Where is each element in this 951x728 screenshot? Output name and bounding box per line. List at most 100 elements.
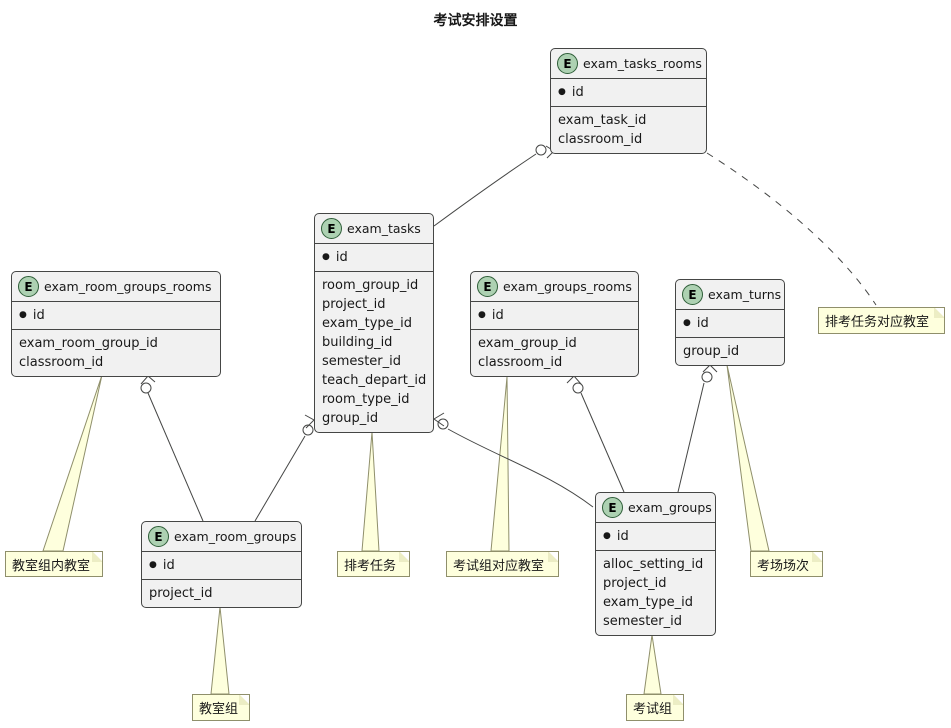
cardinality-circle-icon [437, 418, 449, 430]
entity-stereotype-icon: E [557, 53, 578, 74]
primary-key-bullet-icon: ● [322, 252, 330, 262]
entity-name: exam_tasks [347, 221, 421, 236]
entity-stereotype-icon: E [148, 526, 169, 547]
note-text: 考场场次 [757, 558, 810, 574]
entity-field: classroom_id [558, 132, 643, 147]
entity-name: exam_room_groups [174, 529, 297, 544]
primary-key-bullet-icon: ● [603, 531, 611, 541]
relationship-line-dashed [706, 152, 877, 306]
entity-key-section: ●id [471, 301, 638, 330]
entity-field-section: project_id [142, 580, 301, 607]
note-exam-group-rooms: 考试组对应教室 [446, 551, 559, 577]
entity-field: room_group_id [322, 278, 419, 293]
entity-field: teach_depart_id [322, 373, 427, 388]
entity-field: exam_type_id [603, 595, 693, 610]
relationship-line [433, 153, 537, 227]
entity-key-name: id [491, 308, 504, 323]
entity-stereotype-icon: E [477, 276, 498, 297]
entity-field-section: exam_task_id classroom_id [551, 107, 706, 153]
entity-field: project_id [322, 297, 386, 312]
cardinality-circle-icon [535, 144, 547, 156]
entity-field: semester_id [322, 354, 402, 369]
note-connector [643, 634, 662, 695]
note-exam-group: 考试组 [626, 694, 684, 721]
entity-field: alloc_setting_id [603, 557, 704, 572]
entity-field: exam_type_id [322, 316, 412, 331]
entity-key-row: ●id [149, 556, 294, 575]
entity-key-section: ● id [551, 78, 706, 107]
entity-name: exam_turns [708, 287, 782, 302]
note-text: 排考任务 [344, 558, 397, 574]
arrowhead-icon [433, 412, 445, 427]
diagram-title: 考试安排设置 [433, 13, 518, 29]
entity-name: exam_groups_rooms [503, 279, 632, 294]
entity-key-section: ● id [596, 522, 715, 551]
note-text: 考试组对应教室 [453, 558, 545, 574]
cardinality-circle-icon [572, 382, 584, 394]
arrowhead-icon [702, 364, 718, 373]
entity-field: exam_task_id [558, 113, 647, 128]
note-task-rooms: 排考任务对应教室 [818, 307, 945, 334]
entity-field: classroom_id [478, 355, 563, 370]
entity-key-row: ●id [478, 306, 631, 325]
note-connector [42, 374, 103, 552]
entity-name: exam_groups [628, 500, 712, 515]
entity-field: project_id [149, 586, 213, 601]
primary-key-bullet-icon: ● [19, 310, 27, 320]
entity-key-section: ●id [142, 551, 301, 580]
note-exam-task: 排考任务 [337, 551, 410, 577]
cardinality-circle-icon [701, 371, 713, 383]
entity-stereotype-icon: E [18, 276, 39, 297]
cardinality-circle-icon [302, 424, 314, 436]
note-connector [726, 364, 770, 552]
entity-key-name: id [32, 308, 45, 323]
note-connector [361, 431, 380, 552]
entity-field-section: group_id [676, 338, 784, 365]
entity-key-row: ● id [558, 83, 699, 102]
entity-field: project_id [603, 576, 667, 591]
relationship-line [147, 392, 204, 522]
note-text: 教室组内教室 [12, 558, 91, 574]
entity-key-section: ● id [12, 301, 220, 330]
entity-key-section: ● id [315, 243, 433, 272]
entity-stereotype-icon: E [602, 497, 623, 518]
cardinality-circle-icon [140, 382, 152, 394]
entity-name: exam_room_groups_rooms [44, 279, 212, 294]
entity-field: building_id [322, 335, 393, 350]
entity-field: semester_id [603, 614, 683, 629]
entity-key-name: id [162, 558, 175, 573]
primary-key-bullet-icon: ● [683, 318, 691, 328]
entity-field-section: exam_group_id classroom_id [471, 330, 638, 376]
note-text: 排考任务对应教室 [825, 315, 930, 330]
entity-field: group_id [322, 411, 379, 426]
note-connector [210, 606, 230, 695]
entity-key-name: id [335, 250, 348, 265]
relationship-line [580, 392, 625, 493]
entity-field: room_type_id [322, 392, 410, 407]
entity-key-name: id [616, 529, 629, 544]
entity-key-name: id [571, 85, 584, 100]
arrowhead-icon [140, 375, 156, 385]
entity-name: exam_tasks_rooms [583, 56, 702, 71]
entity-field: exam_group_id [478, 336, 577, 351]
entity-stereotype-icon: E [682, 284, 703, 305]
note-room-group: 教室组 [192, 694, 250, 721]
note-connector [490, 376, 510, 552]
entity-field: group_id [683, 344, 740, 359]
note-text: 教室组 [199, 702, 239, 717]
primary-key-bullet-icon: ● [558, 87, 566, 97]
